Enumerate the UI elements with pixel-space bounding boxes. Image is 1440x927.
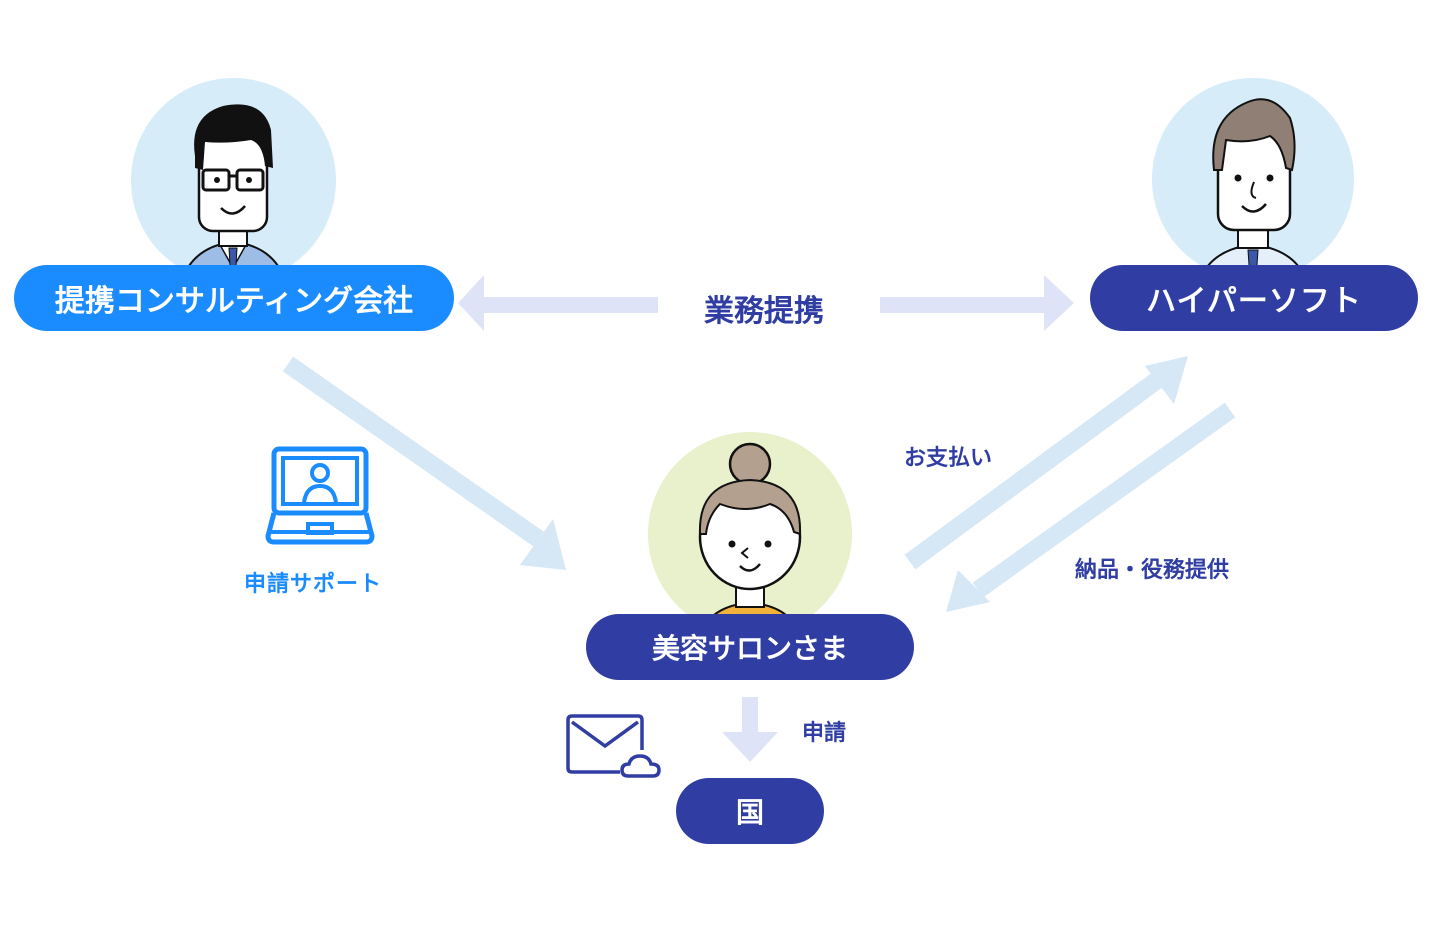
hypersoft-node[interactable]: ハイパーソフト bbox=[1090, 265, 1418, 331]
salon-node[interactable]: 美容サロンさま bbox=[586, 614, 914, 680]
woman-bun-avatar-icon bbox=[698, 442, 802, 636]
payment-arrow bbox=[904, 356, 1188, 570]
application-support-label: 申請サポート bbox=[244, 572, 383, 597]
government-node[interactable]: 国 bbox=[676, 778, 824, 844]
mail-cloud-icon bbox=[566, 714, 661, 778]
payment-label: お支払い bbox=[904, 446, 993, 471]
application-arrow bbox=[722, 697, 778, 762]
businessman-avatar-icon bbox=[1198, 98, 1308, 280]
hypersoft-avatar bbox=[1152, 78, 1354, 280]
partnership-arrow-left bbox=[458, 275, 658, 331]
salon-avatar bbox=[648, 432, 852, 636]
partnership-label: 業務提携 bbox=[704, 294, 824, 329]
partnership-arrow-right bbox=[880, 275, 1074, 331]
support-arrow bbox=[282, 356, 566, 570]
laptop-video-call-icon bbox=[265, 446, 375, 545]
delivery-label: 納品・役務提供 bbox=[1075, 558, 1230, 583]
consulting-node[interactable]: 提携コンサルティング会社 bbox=[14, 265, 454, 331]
delivery-arrow bbox=[946, 402, 1236, 612]
consulting-avatar bbox=[131, 78, 336, 283]
businessman-glasses-avatar-icon bbox=[179, 104, 288, 283]
application-label: 申請 bbox=[802, 721, 847, 746]
